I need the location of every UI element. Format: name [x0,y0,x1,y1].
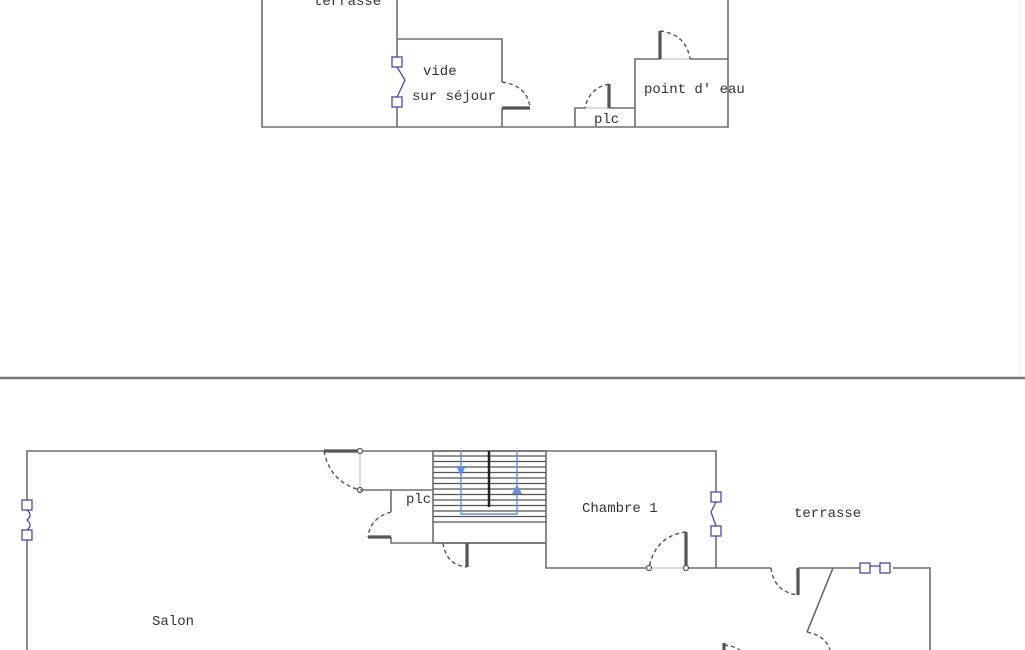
door-swing-arc [442,542,468,568]
room-label-salon: Salon [152,614,194,630]
vide-walls [397,38,503,127]
room-label-chambre-1: Chambre 1 [582,501,658,517]
room-label-plc: plc [594,112,619,128]
arrow-up-icon [512,484,522,494]
room-label-plc: plc [406,492,431,508]
staircase [432,450,547,544]
window-icon [391,56,406,108]
upper-floor-plan: terrasse vide sur séjour plc point d' ea… [261,0,745,128]
room-label-terrasse: terrasse [314,0,381,10]
window-icon [710,491,722,537]
plc-walls [574,107,635,127]
door-swing-arc [806,631,831,650]
door-swing-arc [770,567,799,596]
point-eau-walls [634,58,728,127]
window-icon [21,499,33,541]
door-swing-arc [501,81,531,109]
door-swing-arc [367,511,392,538]
room-label-terrasse: terrasse [794,506,861,522]
upper-outer-walls [261,0,729,128]
room-label-vide: vide [423,64,457,80]
door-swing-arc [659,30,691,60]
door-leaf [806,567,834,633]
door-swing-arc [648,531,687,569]
chambre-walls [545,543,716,569]
door-swing-arc [323,450,361,491]
room-label-sur-sejour: sur séjour [412,89,496,105]
stair-path [460,451,518,515]
door-swing-arc [723,644,741,650]
window-icon [859,562,891,574]
room-label-point-eau: point d' eau [644,82,745,98]
ground-floor-plan: plc Chambre 1 terrasse Salon [21,447,931,650]
arrow-down-icon [456,466,466,476]
door-swing-arc [584,83,610,109]
